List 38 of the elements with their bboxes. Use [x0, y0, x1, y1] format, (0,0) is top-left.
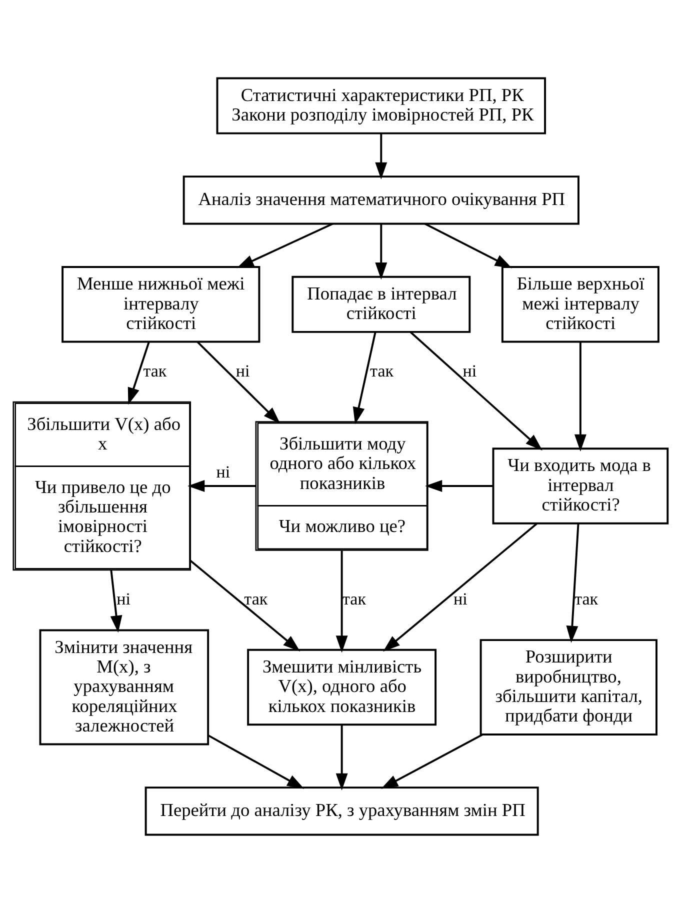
node-box: Змешити мінливість V(x), одного або кількох показників	[247, 648, 437, 726]
arrow	[336, 724, 348, 790]
arrow	[236, 222, 334, 268]
edge-label: ні	[236, 360, 250, 380]
edge-label: ні	[216, 462, 230, 481]
edge-label: ні	[116, 589, 130, 608]
arrow	[110, 570, 122, 632]
node-box: Більше верхньої межі інтервалу стійкості	[501, 266, 660, 342]
arrow	[574, 341, 586, 451]
arrow	[383, 522, 538, 652]
arrow	[128, 341, 150, 404]
arrow	[410, 330, 542, 450]
edge-label: так	[370, 360, 394, 380]
arrow	[566, 523, 580, 642]
node-box: Статистичні характеристики РП, РК Закони розподілу імовірностей РП, РК	[216, 76, 546, 134]
node-box: Попадає в інтервал стійкості	[292, 275, 471, 332]
arrow	[188, 480, 256, 492]
node-box: Перейти до аналізу РК, з урахуванням змін РП	[144, 786, 539, 836]
node-box: Чи входить мода в інтервал стійкості?	[492, 447, 669, 524]
arrow	[375, 224, 388, 280]
node-box: Розширити виробництво, збільшити капітал, придбати фонди	[480, 638, 658, 735]
arrow	[196, 340, 280, 424]
edge-label: так	[244, 589, 268, 608]
arrow	[352, 331, 376, 424]
node-box: Менше нижньої межі інтервалу стійкості	[62, 266, 260, 342]
arrow	[380, 733, 483, 788]
arrow	[208, 734, 304, 788]
arrow	[424, 222, 512, 268]
node-box: Аналіз значення математичного очікування РП	[182, 175, 580, 224]
edge-label: ні	[454, 589, 468, 608]
edge-label: так	[143, 360, 167, 380]
arrow	[336, 550, 348, 652]
arrow	[425, 480, 493, 492]
node-box: Змінити значення M(x), з урахуванням кореляційних залежностей	[39, 628, 210, 745]
arrow	[375, 133, 388, 179]
edge-label: ні	[462, 360, 477, 380]
arrow	[190, 559, 300, 651]
edge-label: так	[574, 589, 598, 608]
